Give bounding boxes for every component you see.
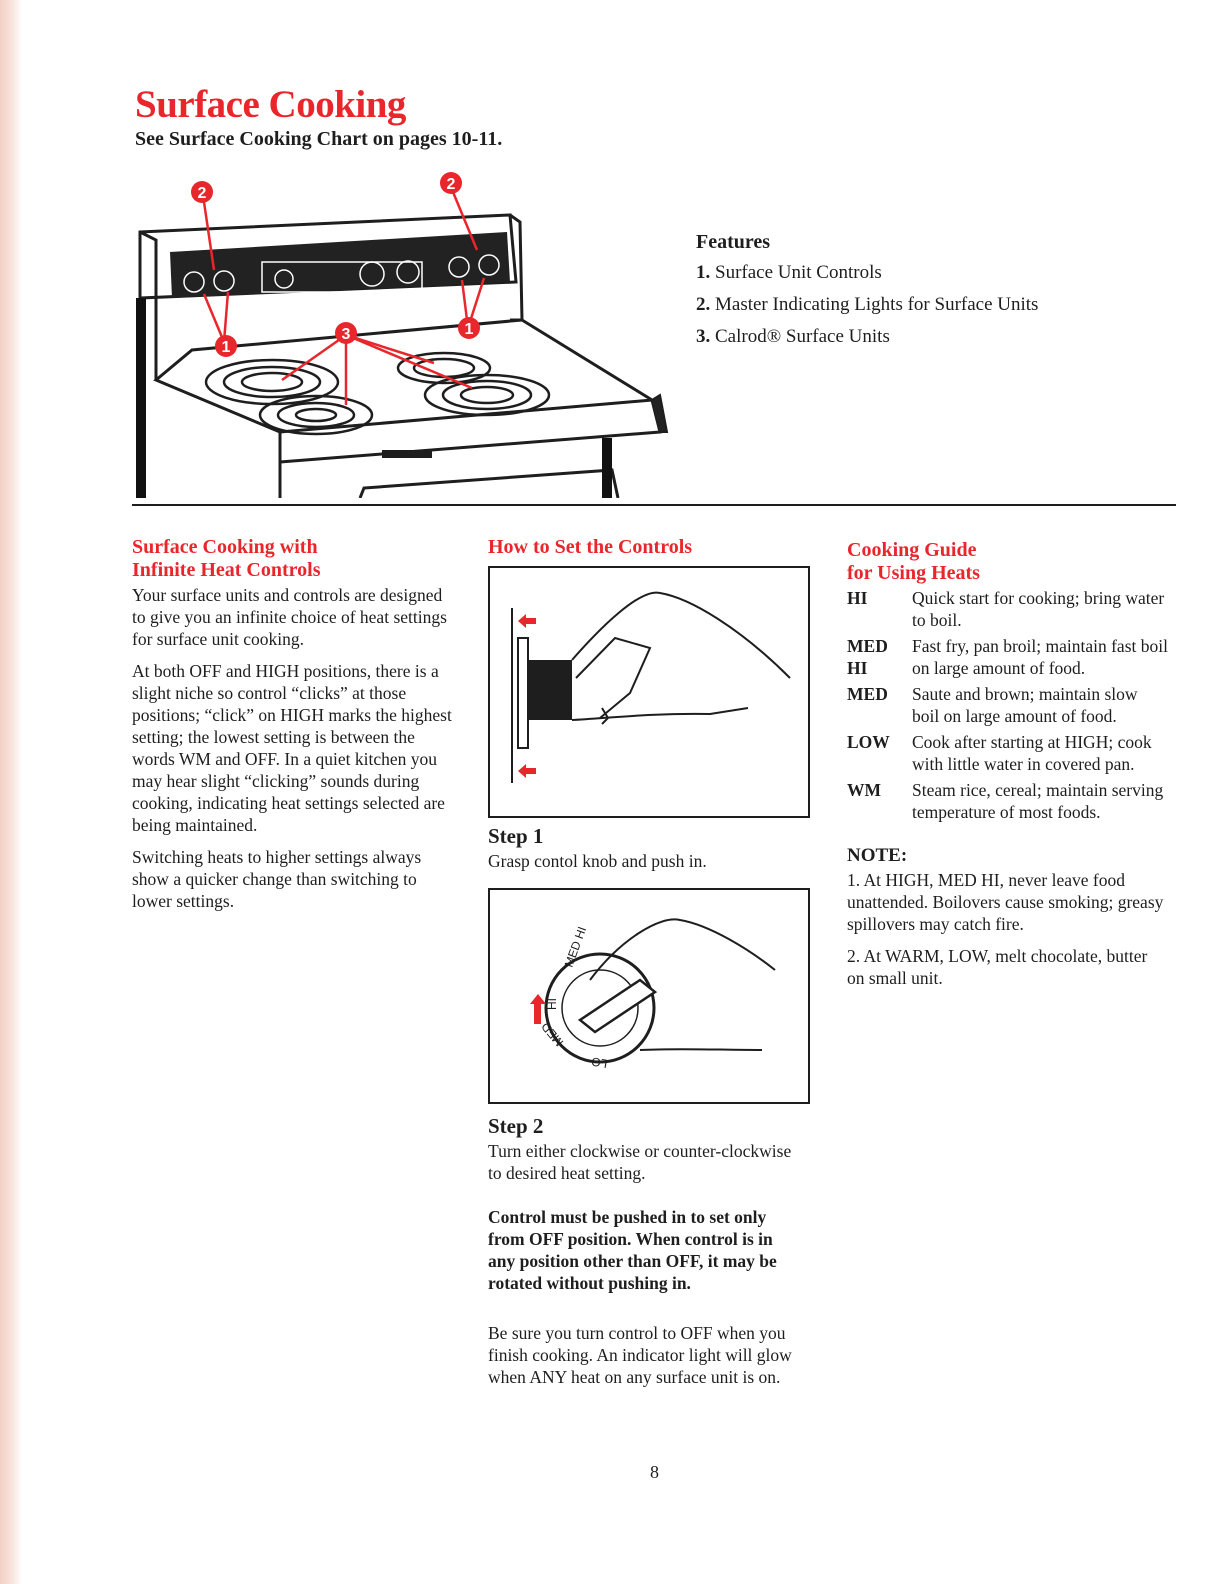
page-title: Surface Cooking — [135, 83, 406, 126]
note-item: 2. At WARM, LOW, melt chocolate, butter … — [847, 946, 1148, 988]
feature-item: 3. Calrod® Surface Units — [696, 326, 890, 347]
note-item: 1. At HIGH, MED HI, never leave food una… — [847, 870, 1164, 934]
set-controls-section: How to Set the Controls Step 1 Grasp con… — [488, 536, 810, 1387]
dial-label-medhi: MED HI — [562, 925, 590, 969]
range-illustration: 2 2 1 1 3 — [136, 172, 669, 498]
cooking-guide-heading: Cooking Guide for Using Heats — [847, 539, 980, 584]
infinite-heat-heading: Surface Cooking with Infinite Heat Contr… — [132, 536, 321, 581]
callout-2-right-label: 2 — [447, 176, 456, 193]
push-in-note: Control must be pushed in to set only fr… — [488, 1207, 777, 1293]
callout-1-left-label: 1 — [222, 339, 231, 356]
callout-1-left — [215, 335, 237, 357]
callout-2-right — [440, 172, 462, 194]
paragraph: At both OFF and HIGH positions, there is… — [132, 661, 452, 835]
page-subtitle: See Surface Cooking Chart on pages 10-11… — [135, 128, 503, 150]
callout-1-right-label: 1 — [465, 321, 474, 338]
feature-item: 1. Surface Unit Controls — [696, 262, 882, 283]
step1-text: Grasp contol knob and push in. — [488, 851, 707, 871]
section-divider — [132, 504, 1176, 506]
callout-2-left — [191, 181, 213, 203]
step1-title: Step 1 — [488, 824, 544, 848]
page-number: 8 — [650, 1462, 659, 1482]
step2-text: Turn either clockwise or counter-clockwi… — [488, 1141, 792, 1183]
callout-3-label: 3 — [342, 326, 351, 343]
step2-illustration: MED HI HI MED LO — [488, 888, 810, 1104]
dial-label-med: MED — [538, 1019, 566, 1049]
paragraph: Your surface units and controls are desi… — [132, 585, 447, 649]
set-controls-heading: How to Set the Controls — [488, 536, 693, 558]
features-heading: Features — [696, 231, 771, 253]
callout-2-left-label: 2 — [198, 185, 207, 202]
dial-label-lo: LO — [590, 1054, 608, 1071]
feature-item: 2. Master Indicating Lights for Surface … — [696, 294, 1039, 315]
infinite-heat-section: Surface Cooking with Infinite Heat Contr… — [132, 536, 452, 922]
note-heading: NOTE: — [847, 845, 908, 866]
step2-title: Step 2 — [488, 1114, 544, 1138]
features-list: Features 1. Surface Unit Controls 2. Mas… — [696, 231, 1038, 358]
paragraph: Switching heats to higher settings alway… — [132, 847, 422, 911]
callout-1-right — [458, 317, 480, 339]
callout-3 — [335, 322, 357, 344]
page-edge — [0, 0, 22, 1584]
turn-off-note: Be sure you turn control to OFF when you… — [488, 1323, 792, 1387]
dial-label-hi: HI — [545, 998, 559, 1010]
step1-illustration — [488, 566, 810, 818]
